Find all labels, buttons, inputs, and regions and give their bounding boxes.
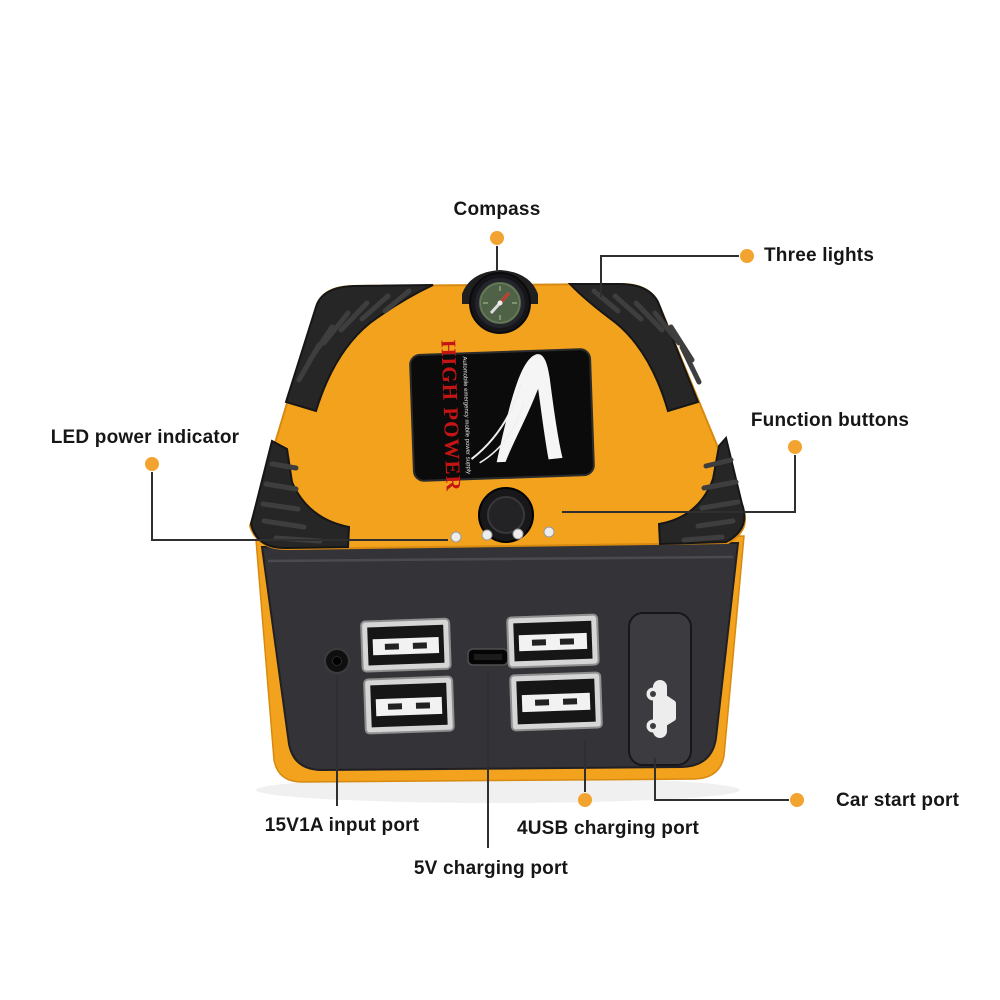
usb-port: [363, 675, 455, 735]
brand-tagline: Automobile emergency mobile power supply: [461, 356, 471, 474]
callout-line-led: [151, 472, 448, 541]
callout-label-led-power-indicator: LED power indicator: [50, 427, 240, 448]
grip-top-left: [284, 284, 434, 413]
led-indicator-lights: [450, 526, 555, 543]
compass: [462, 270, 538, 334]
callout-label-usb-charging-port: 4USB charging port: [516, 818, 700, 839]
grip-top-right: [567, 282, 702, 413]
led-dot: [512, 528, 524, 540]
car-start-panel: [628, 612, 692, 766]
callout-label-three-lights: Three lights: [764, 245, 875, 266]
callout-dot-compass: [490, 231, 504, 245]
callout-label-function-buttons: Function buttons: [750, 410, 910, 431]
led-dot: [543, 526, 555, 538]
callout-dot-three-lights: [740, 249, 754, 263]
callout-label-compass: Compass: [453, 199, 541, 220]
led-dot: [481, 529, 493, 541]
callout-dot-led: [145, 457, 159, 471]
callout-dot-function-buttons: [788, 440, 802, 454]
grip-bottom-right: [657, 435, 746, 546]
usb-port: [360, 617, 452, 673]
micro-charging-port: [467, 648, 509, 666]
callout-label-5v-charging-port: 5V charging port: [413, 858, 569, 879]
front-panel-ridge: [267, 555, 734, 563]
usb-port: [509, 671, 603, 732]
power-button: [478, 487, 534, 543]
callout-line-function-buttons: [562, 455, 796, 513]
usb-stack-left: [360, 617, 455, 735]
callout-dot-car-start: [790, 793, 804, 807]
car-icon: [646, 680, 676, 738]
callout-line-three-lights: [600, 255, 739, 297]
usb-stack-right: [506, 613, 603, 732]
callout-dot-usb: [578, 793, 592, 807]
usb-port: [506, 613, 600, 669]
callout-label-input-port: 15V1A input port: [264, 815, 420, 836]
callout-label-car-start-port: Car start port: [836, 790, 960, 811]
device-shadow: [256, 777, 740, 803]
brand-panel: HIGH POWER Automobile emergency mobile p…: [409, 340, 595, 493]
input-jack: [324, 648, 350, 674]
callout-line-car-start: [654, 758, 789, 801]
brand-graphic: [496, 354, 563, 463]
led-dot: [450, 531, 462, 543]
brand-text: HIGH POWER: [436, 340, 465, 493]
